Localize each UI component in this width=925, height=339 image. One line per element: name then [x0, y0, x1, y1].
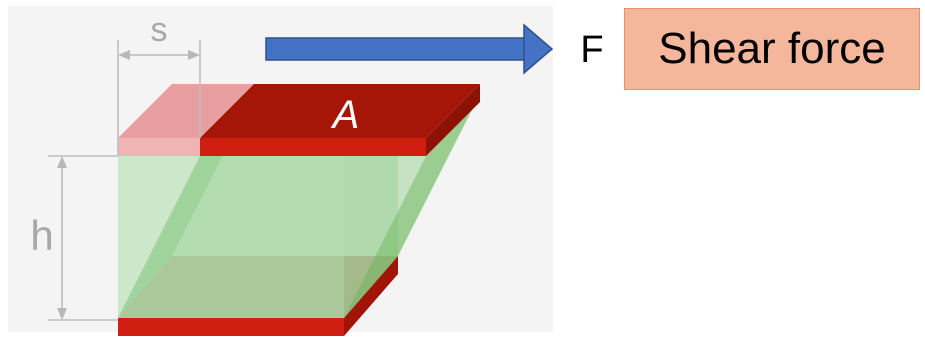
area-label: A: [331, 93, 360, 137]
top-plate-front: [200, 138, 426, 156]
sheared-side-face: [344, 94, 480, 318]
force-arrow-shaft: [265, 37, 529, 61]
force-label: F: [580, 29, 603, 71]
ghost-top-plate: [118, 84, 254, 138]
bottom-plate-side: [344, 256, 398, 336]
h-label: h: [30, 212, 53, 259]
ghost-top-plate-front: [118, 138, 200, 156]
shear-force-box: Shear force: [624, 8, 920, 90]
s-arrowhead-left: [118, 50, 130, 60]
top-plate-top: [200, 84, 480, 138]
h-arrowhead-top: [57, 156, 67, 168]
bottom-plate-front: [118, 318, 344, 336]
sheared-front-face: [118, 156, 426, 318]
force-arrow-head: [523, 23, 554, 75]
s-arrowhead-right: [188, 50, 200, 60]
shear-force-label: Shear force: [658, 24, 886, 73]
s-label: s: [151, 11, 168, 49]
h-arrowhead-bottom: [57, 308, 67, 320]
top-plate-side: [426, 84, 480, 156]
